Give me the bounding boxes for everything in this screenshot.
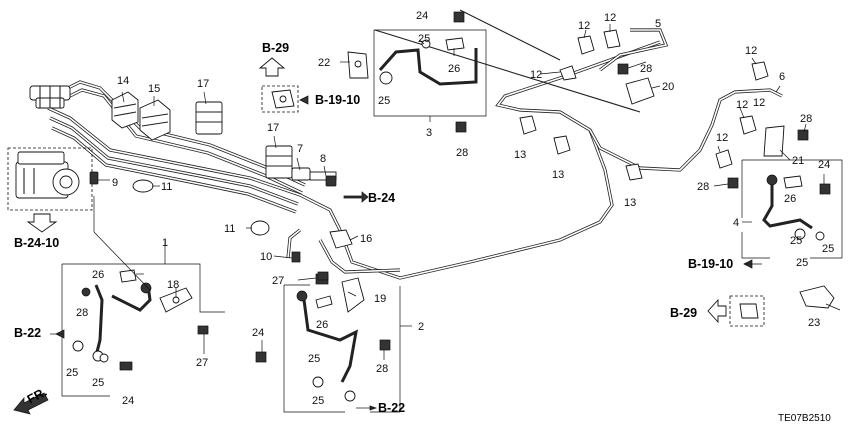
fittings-group	[89, 167, 353, 263]
callout: 12	[604, 12, 616, 24]
callout: 12	[745, 45, 757, 57]
callout: 4	[733, 217, 739, 229]
callout: 26	[92, 269, 104, 281]
reference-label: B-19-10	[688, 257, 733, 271]
section-references: B-29 B-19-10 B-24 B-24-10 B-22 B-22 B-19…	[14, 41, 733, 415]
callout: 19	[374, 293, 386, 305]
reference-label: B-19-10	[315, 93, 360, 107]
callout: 26	[448, 63, 460, 75]
callout: 20	[662, 81, 674, 93]
callout: 27	[196, 357, 208, 369]
box-rear-right-hose	[727, 159, 843, 327]
callout: 28	[376, 363, 388, 375]
callout: 13	[624, 197, 636, 209]
callout: 8	[320, 153, 326, 165]
callout: 5	[655, 18, 661, 30]
left-arrow-icon	[707, 298, 727, 324]
callout: 3	[426, 127, 432, 139]
callout: 10	[260, 251, 272, 263]
reference-label: B-24-10	[14, 236, 59, 250]
callout: 25	[796, 257, 808, 269]
callout: 25	[92, 377, 104, 389]
box-front-left-hose	[61, 196, 225, 397]
callout: 2	[418, 321, 424, 333]
callout: 24	[122, 395, 134, 407]
callout: 14	[117, 75, 129, 87]
callout: 28	[640, 63, 652, 75]
clip-parts-group	[111, 91, 293, 179]
callout: 12	[736, 99, 748, 111]
callout: 7	[297, 143, 303, 155]
diagram-code: TE07B2510	[778, 413, 831, 424]
callout: 28	[76, 307, 88, 319]
callout: 24	[252, 327, 264, 339]
callout: 18	[167, 279, 179, 291]
reference-label: B-24	[368, 191, 395, 205]
callout: 25	[312, 395, 324, 407]
clamps-group	[317, 29, 809, 281]
callout: 11	[224, 223, 235, 235]
callout: 26	[316, 319, 328, 331]
callout: 9	[112, 177, 118, 189]
callout: 12	[753, 97, 765, 109]
box-rear-top-hose	[261, 11, 487, 133]
rear-pipe	[286, 9, 783, 280]
callout: 1	[162, 237, 168, 249]
callout: 11	[161, 181, 172, 193]
callout: 25	[378, 95, 390, 107]
part-callouts: 1 2 3 4 5 6 7 8 9 10 11 11 12 12 12 12 1…	[66, 10, 834, 407]
box-rear-left-hose	[255, 273, 412, 413]
reference-arrows	[50, 95, 762, 411]
up-arrow-icon	[258, 57, 286, 77]
reference-label: B-29	[262, 41, 289, 55]
reference-label: B-22	[14, 326, 41, 340]
callout: 15	[148, 83, 160, 95]
callout: 12	[530, 69, 542, 81]
callout: 26	[784, 193, 796, 205]
callout: 21	[792, 155, 804, 167]
leader-lines	[98, 24, 841, 360]
callout: 22	[318, 57, 330, 69]
callout: 24	[416, 10, 428, 22]
callout: 12	[578, 20, 590, 32]
callout: 25	[66, 367, 78, 379]
callout: 24	[818, 159, 830, 171]
callout: 25	[308, 353, 320, 365]
callout: 25	[418, 33, 430, 45]
pipe-bundle	[29, 80, 342, 231]
abs-modulator	[7, 147, 93, 211]
callout: 25	[790, 235, 802, 247]
callout: 27	[272, 275, 284, 287]
callout: 17	[267, 122, 279, 134]
reference-label: B-22	[378, 401, 405, 415]
callout: 16	[360, 233, 372, 245]
callout: 28	[456, 147, 468, 159]
reference-label: B-29	[670, 306, 697, 320]
callout: 28	[800, 113, 812, 125]
callout: 25	[822, 243, 834, 255]
callout: 28	[697, 181, 709, 193]
front-direction-arrow-icon	[13, 392, 49, 415]
callout: 13	[552, 169, 564, 181]
callout: 13	[514, 149, 526, 161]
callout: 23	[808, 317, 820, 329]
callout: 12	[716, 132, 728, 144]
callout: 17	[197, 78, 209, 90]
callout: 6	[779, 71, 785, 83]
down-arrow-icon	[26, 213, 58, 233]
